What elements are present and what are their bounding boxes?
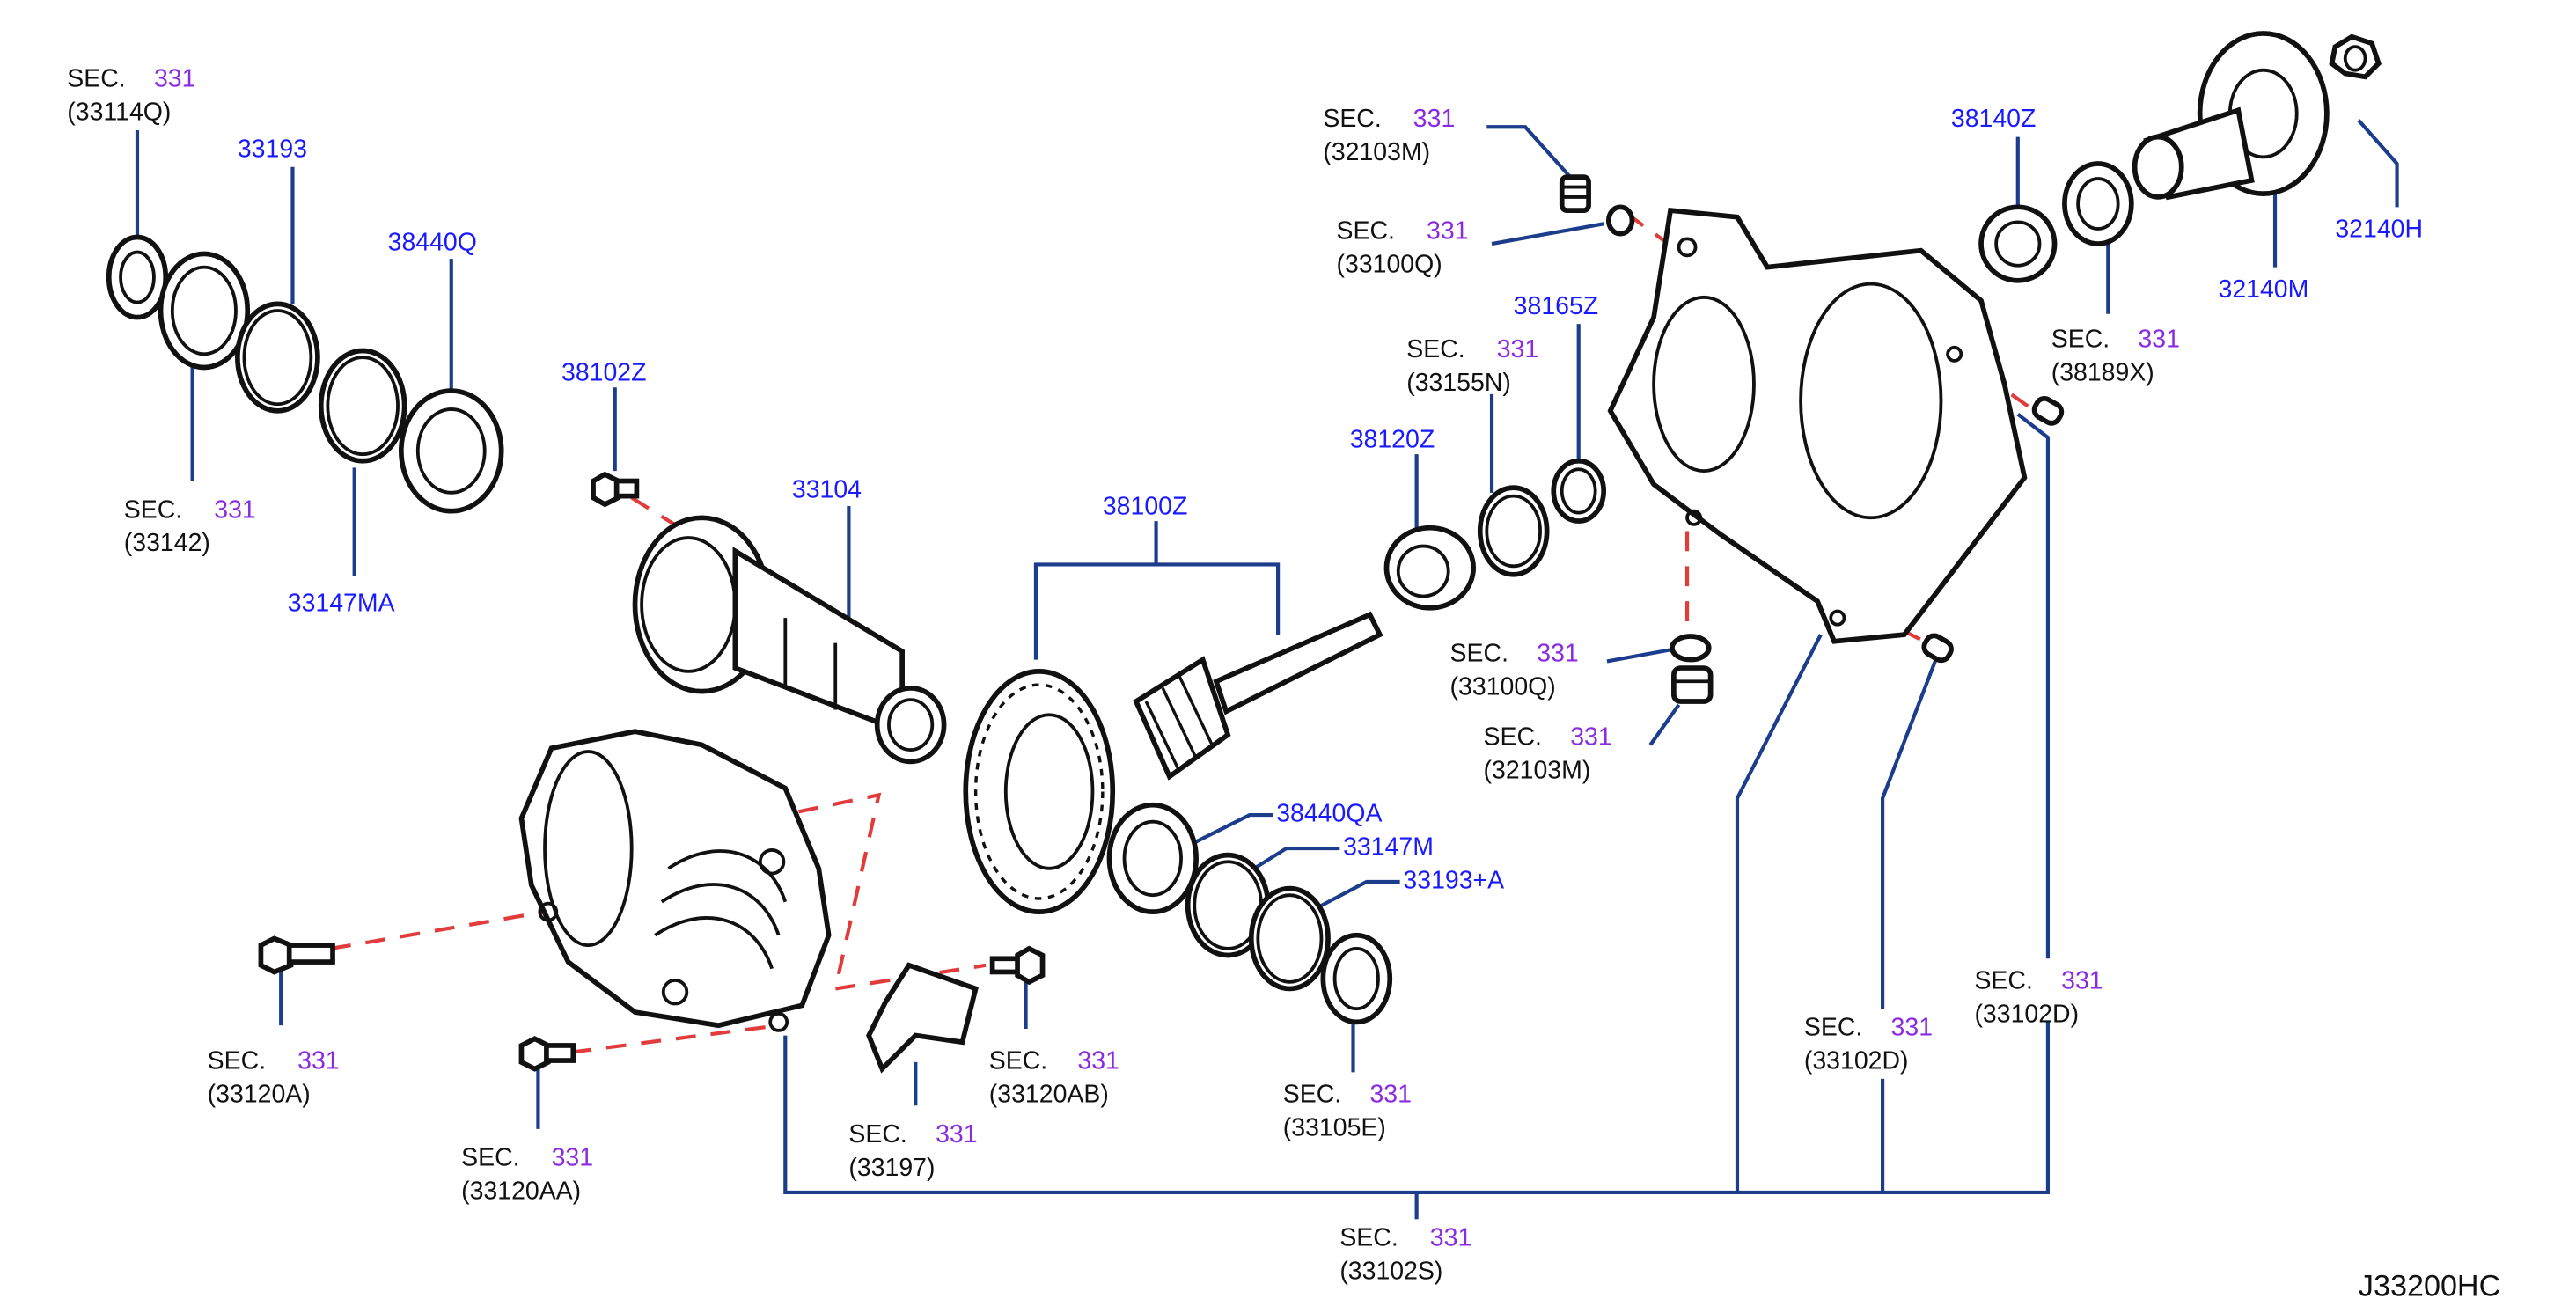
part-number-38102z[interactable]: 38102Z — [561, 359, 647, 387]
part-code-33105e: (33105E) — [1283, 1113, 1386, 1141]
part-number-38120z[interactable]: 38120Z — [1350, 426, 1435, 454]
sec-number-33155n[interactable]: 331 — [1497, 335, 1538, 363]
sec-label-33142: SEC. — [124, 495, 182, 524]
sec-label-33100q-top: SEC. — [1337, 216, 1395, 245]
seal-33105e — [1320, 932, 1393, 1025]
sec-label-33120ab: SEC. — [989, 1047, 1047, 1075]
sec-label-38189x: SEC. — [2051, 326, 2110, 354]
bearing-38140z — [1978, 204, 2058, 283]
part-number-38165z[interactable]: 38165Z — [1514, 292, 1599, 320]
part-code-33120aa: (33120AA) — [461, 1178, 581, 1206]
sec-number-32103m-mid[interactable]: 331 — [1570, 723, 1611, 751]
sec-number-33105e[interactable]: 331 — [1369, 1080, 1411, 1108]
sec-number-33100q-top[interactable]: 331 — [1427, 216, 1468, 245]
part-code-33102d-right: (33102D) — [1974, 1000, 2079, 1028]
sec-number-33102s[interactable]: 331 — [1430, 1224, 1471, 1252]
part-code-32103m-top: (32103M) — [1323, 138, 1430, 166]
part-code-33114q: (33114Q) — [67, 99, 171, 127]
washer-33100q-mid — [1670, 634, 1712, 663]
part-number-32140h[interactable]: 32140H — [2335, 215, 2423, 243]
flange-shaft-33104 — [632, 515, 947, 765]
sec-number-33102d-right[interactable]: 331 — [2061, 966, 2103, 994]
sec-number-33197[interactable]: 331 — [936, 1120, 977, 1148]
bearing-38440qa — [1106, 802, 1199, 914]
plug-32103m-mid — [1671, 665, 1714, 704]
bolt-33120ab — [989, 945, 1046, 986]
part-number-33193[interactable]: 33193 — [238, 135, 307, 163]
final-drive-carrier-housing — [1607, 208, 2028, 644]
sec-label-32103m-mid: SEC. — [1484, 723, 1542, 751]
part-code-33102d-left: (33102D) — [1804, 1047, 1909, 1075]
sec-number-32103m-top[interactable]: 331 — [1413, 105, 1455, 133]
part-number-38440qa[interactable]: 38440QA — [1276, 800, 1382, 828]
bolt-33120aa — [518, 1036, 576, 1072]
plug-32103m-top — [1559, 174, 1591, 213]
bracket-33197 — [866, 962, 980, 1074]
sec-number-33120aa[interactable]: 331 — [552, 1144, 593, 1172]
part-number-38100z[interactable]: 38100Z — [1103, 492, 1188, 520]
part-number-33104[interactable]: 33104 — [792, 476, 862, 504]
part-code-33197: (33197) — [848, 1154, 935, 1182]
part-number-38140z[interactable]: 38140Z — [1951, 105, 2037, 133]
sec-number-33120a[interactable]: 331 — [297, 1047, 339, 1075]
part-number-38440q[interactable]: 38440Q — [388, 229, 477, 257]
dowel-pin-33102d-upper — [2031, 396, 2065, 426]
companion-flange-32140m — [2132, 31, 2330, 201]
ring-33147ma — [318, 348, 407, 464]
bolt-38102z — [591, 471, 640, 508]
bolt-33120a — [258, 935, 335, 975]
seal-38189x — [2062, 161, 2134, 246]
nut-32140h — [2329, 33, 2382, 80]
sec-label-33120a: SEC. — [208, 1047, 266, 1075]
ring-33147m — [1185, 852, 1271, 958]
sec-number-33120ab[interactable]: 331 — [1077, 1047, 1119, 1075]
part-code-33100q-mid: (33100Q) — [1450, 672, 1556, 701]
part-number-33193a[interactable]: 33193+A — [1403, 867, 1504, 895]
spacer-38165z — [1551, 458, 1607, 524]
sec-label-33102d-left: SEC. — [1804, 1014, 1862, 1042]
sec-label-33102s: SEC. — [1339, 1224, 1398, 1252]
sec-number-33142[interactable]: 331 — [214, 495, 255, 524]
part-code-33120a: (33120A) — [208, 1080, 311, 1108]
sec-label-33155n: SEC. — [1406, 335, 1464, 363]
drive-pinion-38100z — [1133, 611, 1383, 781]
part-code-33100q-top: (33100Q) — [1337, 250, 1442, 278]
bearing-38120z — [1383, 525, 1476, 611]
dowel-pin-33102d-lower — [1921, 633, 1954, 664]
sec-number-33102d-left[interactable]: 331 — [1891, 1014, 1933, 1042]
shim-33155n — [1477, 485, 1550, 577]
part-number-33147m[interactable]: 33147M — [1343, 833, 1434, 862]
sec-number-33114q[interactable]: 331 — [154, 65, 195, 93]
part-code-33142: (33142) — [124, 529, 210, 557]
part-code-33155n: (33155N) — [1406, 369, 1511, 397]
shim-33142 — [158, 251, 251, 371]
sec-label-33120aa: SEC. — [461, 1144, 519, 1172]
snap-ring-33193 — [235, 301, 320, 414]
ring-gear-38100z — [963, 669, 1116, 914]
sec-label-33102d-right: SEC. — [1974, 966, 2032, 994]
bearing-38440q — [398, 388, 504, 514]
part-code-33102s: (33102S) — [1339, 1258, 1442, 1286]
sec-label-33105e: SEC. — [1283, 1080, 1341, 1108]
part-number-33147ma[interactable]: 33147MA — [288, 590, 395, 618]
sec-label-32103m-top: SEC. — [1323, 105, 1381, 133]
part-code-38189x: (38189X) — [2051, 359, 2154, 387]
sec-label-33100q-mid: SEC. — [1450, 639, 1508, 667]
sec-number-33100q-mid[interactable]: 331 — [1537, 639, 1578, 667]
washer-33100q-top — [1606, 204, 1635, 237]
sec-label-33114q: SEC. — [67, 65, 125, 93]
part-code-33120ab: (33120AB) — [989, 1080, 1109, 1108]
leader-lines — [135, 119, 2399, 1220]
oil-seal-33114q — [106, 234, 169, 320]
sec-number-38189x[interactable]: 331 — [2138, 326, 2179, 354]
part-code-32103m-mid: (32103M) — [1484, 756, 1591, 784]
side-cover-housing — [518, 729, 832, 1032]
sec-label-33197: SEC. — [848, 1120, 906, 1148]
diagram-code: J33200HC — [2359, 1270, 2500, 1303]
snap-ring-33193a — [1248, 885, 1331, 992]
part-number-32140m[interactable]: 32140M — [2219, 275, 2309, 304]
